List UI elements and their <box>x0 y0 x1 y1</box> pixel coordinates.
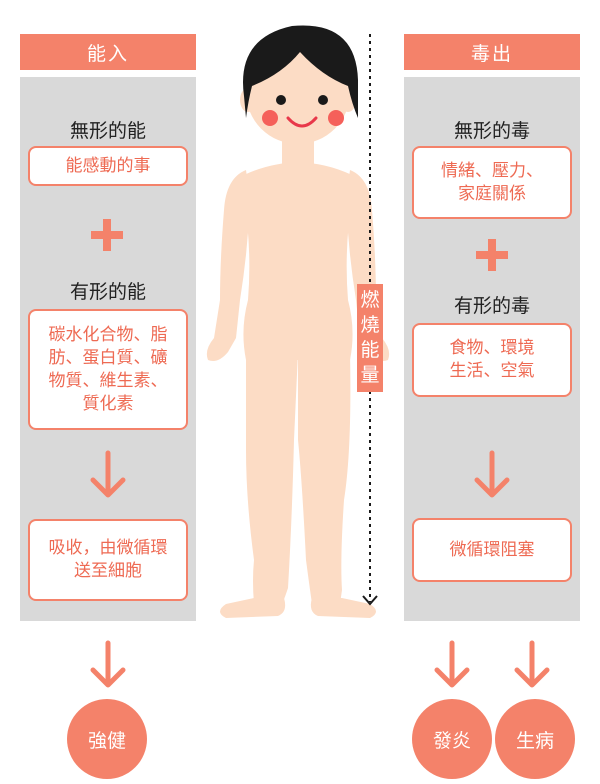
inflammation-circle: 發炎 <box>412 699 492 779</box>
right-down-arrow-icon <box>474 450 510 498</box>
right-intangible-box: 情緒、壓力、 家庭關係 <box>412 146 572 219</box>
inflammation-arrow-icon <box>434 640 470 688</box>
left-tangible-box: 碳水化合物、脂 肪、蛋白質、礦 物質、維生素、 質化素 <box>28 309 188 430</box>
illness-circle: 生病 <box>495 699 575 779</box>
right-plus-icon <box>476 239 508 271</box>
right-block-box: 微循環阻塞 <box>412 518 572 582</box>
right-tangible-heading: 有形的毒 <box>453 295 530 317</box>
left-intangible-heading: 無形的能 <box>69 120 146 142</box>
right-tangible-box: 食物、環境 生活、空氣 <box>412 323 572 397</box>
right-header: 毒出 <box>404 34 580 70</box>
left-intangible-box: 能感動的事 <box>28 146 188 186</box>
right-intangible-heading: 無形的毒 <box>453 120 530 142</box>
left-result-arrow-icon <box>90 640 126 688</box>
left-tangible-heading: 有形的能 <box>69 281 146 303</box>
burn-energy-label: 燃 燒 能 量 <box>357 284 383 392</box>
left-plus-icon <box>91 219 123 251</box>
illness-arrow-icon <box>514 640 550 688</box>
left-header: 能入 <box>20 34 196 70</box>
strong-circle: 強健 <box>67 699 147 779</box>
left-absorb-box: 吸收，由微循環 送至細胞 <box>28 519 188 601</box>
left-down-arrow-icon <box>90 450 126 498</box>
